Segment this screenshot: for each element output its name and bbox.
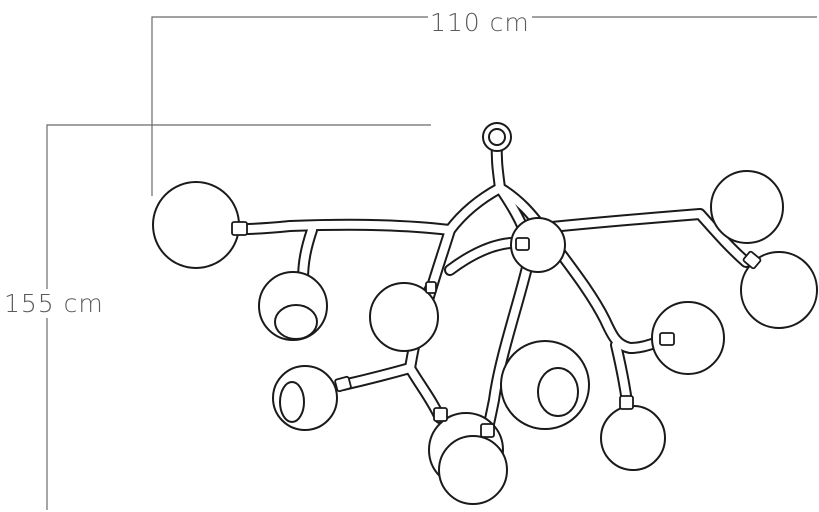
globe-5 <box>710 170 784 244</box>
globe-6 <box>740 251 818 329</box>
globe-3 <box>369 282 439 352</box>
globe-2-inner <box>274 304 318 340</box>
width-dimension-line <box>151 16 817 196</box>
sockets <box>231 221 762 438</box>
globe-8-inner <box>537 367 579 417</box>
globe-7 <box>651 301 725 375</box>
globe-10-inner <box>279 381 305 423</box>
canopy <box>482 122 512 152</box>
dimension-lines <box>46 16 817 510</box>
width-dimension-label: 110 cm <box>428 8 532 37</box>
height-dimension-label: 155 cm <box>4 289 104 318</box>
globe-9 <box>600 405 666 471</box>
globe-1 <box>152 181 240 269</box>
globe-12 <box>438 435 508 505</box>
globe-4 <box>510 217 566 273</box>
globes <box>152 170 818 505</box>
height-dimension-line <box>46 124 431 510</box>
